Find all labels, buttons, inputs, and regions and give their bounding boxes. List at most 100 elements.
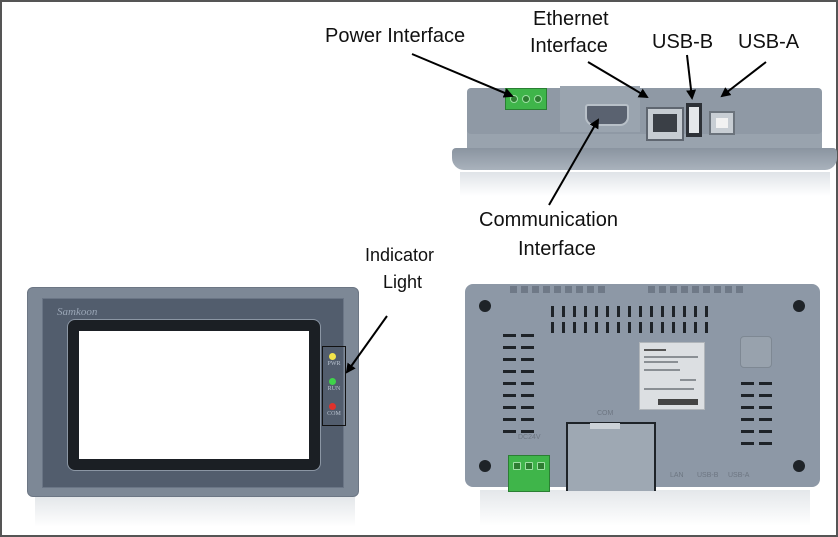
com-silk-label: COM: [597, 410, 614, 417]
top-vent: [551, 306, 554, 317]
left-vent: [521, 418, 534, 421]
top-ridge: [554, 286, 561, 293]
power-silk-label: DC24V: [518, 434, 541, 441]
top-vent: [606, 306, 609, 317]
top-vent: [661, 306, 664, 317]
left-vent: [521, 394, 534, 397]
top-ridge: [725, 286, 732, 293]
right-vent: [759, 394, 772, 397]
top-vent: [683, 322, 686, 333]
label-indicator-1: Indicator: [365, 245, 435, 265]
top-ridge: [587, 286, 594, 293]
top-vent: [705, 322, 708, 333]
top-ridge: [736, 286, 743, 293]
top-vent: [606, 322, 609, 333]
left-vent: [503, 370, 516, 373]
right-vent: [741, 430, 754, 433]
top-ridge: [659, 286, 666, 293]
left-vent: [521, 382, 534, 385]
led-com: [329, 403, 336, 410]
left-vent: [503, 418, 516, 421]
left-vent: [503, 334, 516, 337]
com-port-bay: [566, 422, 656, 491]
left-vent: [521, 334, 534, 337]
mount-hole: [479, 460, 491, 472]
led-pwr-label: PWR: [327, 361, 341, 367]
top-ridge: [543, 286, 550, 293]
usb-a-port: [709, 111, 735, 135]
top-ridge: [598, 286, 605, 293]
top-vent: [639, 322, 642, 333]
top-vent: [617, 322, 620, 333]
right-vent: [759, 442, 772, 445]
usba-silk-label: USB-A: [728, 472, 750, 479]
left-vent: [503, 394, 516, 397]
product-label-sticker: [639, 342, 705, 410]
back-power-terminal: [508, 455, 550, 492]
indicator-light-box: PWR RUN COM: [322, 346, 346, 426]
top-vent: [551, 322, 554, 333]
top-ridge: [703, 286, 710, 293]
top-ridge: [521, 286, 528, 293]
com-connector: [590, 423, 620, 429]
label-usb-b: USB-B: [652, 31, 714, 53]
top-reflection: [460, 172, 830, 196]
left-vent: [503, 346, 516, 349]
battery-cover: [740, 336, 772, 368]
right-vent: [741, 442, 754, 445]
top-front-rim: [452, 148, 837, 170]
top-ridge: [692, 286, 699, 293]
top-vent: [584, 306, 587, 317]
top-vent: [661, 322, 664, 333]
left-vent: [503, 358, 516, 361]
left-vent: [521, 346, 534, 349]
ethernet-port: [646, 107, 684, 141]
top-vent: [639, 306, 642, 317]
top-vent: [584, 322, 587, 333]
top-vent: [672, 322, 675, 333]
usb-b-port: [686, 103, 702, 137]
led-com-label: COM: [327, 411, 341, 417]
top-ridge: [648, 286, 655, 293]
top-vent: [617, 306, 620, 317]
db9-com-port: [585, 104, 629, 126]
top-ridge: [714, 286, 721, 293]
hmi-front-view: Samkoon PWR RUN COM: [27, 287, 359, 497]
top-vent: [573, 306, 576, 317]
label-usb-a: USB-A: [738, 31, 800, 53]
top-vent: [628, 306, 631, 317]
touch-screen: [79, 331, 309, 459]
power-terminal: [505, 88, 547, 110]
top-vent: [705, 306, 708, 317]
left-vent: [521, 406, 534, 409]
top-vent: [628, 322, 631, 333]
top-ridge: [510, 286, 517, 293]
top-ridge: [532, 286, 539, 293]
left-vent: [503, 406, 516, 409]
label-ethernet-1: Ethernet: [533, 8, 609, 30]
top-vent: [595, 306, 598, 317]
right-vent: [741, 394, 754, 397]
left-vent: [503, 382, 516, 385]
right-vent: [759, 430, 772, 433]
label-power-interface: Power Interface: [325, 25, 466, 47]
mount-hole: [793, 460, 805, 472]
top-vent: [650, 306, 653, 317]
right-vent: [741, 406, 754, 409]
mount-hole: [793, 300, 805, 312]
left-vent: [521, 358, 534, 361]
led-pwr: [329, 353, 336, 360]
top-vent: [694, 306, 697, 317]
top-vent: [683, 306, 686, 317]
top-vent: [672, 306, 675, 317]
left-vent: [503, 430, 516, 433]
usbb-silk-label: USB-B: [697, 472, 719, 479]
right-vent: [741, 418, 754, 421]
top-ridge: [670, 286, 677, 293]
led-run: [329, 378, 336, 385]
right-vent: [759, 418, 772, 421]
top-vent: [562, 322, 565, 333]
screen-bezel: [67, 319, 321, 471]
label-indicator-2: Light: [383, 272, 423, 292]
brand-logo: Samkoon: [57, 306, 98, 318]
